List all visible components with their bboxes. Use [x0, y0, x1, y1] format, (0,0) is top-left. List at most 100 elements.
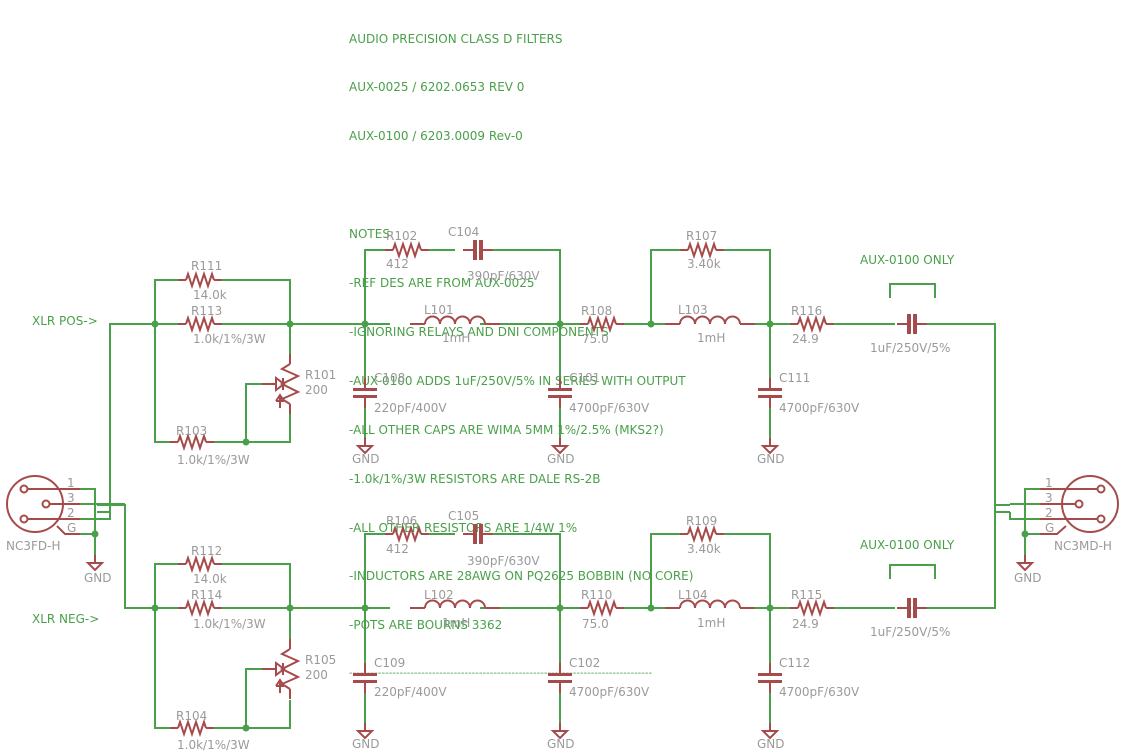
- value-label: 200: [305, 383, 328, 397]
- ref-label: R106: [386, 514, 417, 528]
- ref-label: R114: [191, 588, 222, 602]
- aux-only-label: AUX-0100 ONLY: [860, 253, 955, 267]
- value-label: 1uF/250V/5%: [870, 625, 950, 639]
- gnd-label: GND: [547, 452, 575, 466]
- value-label: 1uF/250V/5%: [870, 341, 950, 355]
- ground-symbol: [762, 722, 778, 739]
- ref-label: R111: [191, 259, 222, 273]
- value-label: 4700pF/630V: [779, 685, 860, 699]
- ref-label: R115: [791, 588, 822, 602]
- gnd-label: GND: [757, 737, 785, 751]
- value-label: 390pF/630V: [467, 554, 540, 568]
- negative-channel: XLR NEG-> R112 1: [32, 504, 1010, 752]
- ref-label: R109: [686, 514, 717, 528]
- inductor-l103: [664, 315, 756, 325]
- gnd-label: GND: [352, 737, 380, 751]
- xlr-input-connector: GND 1 3 2 G NC3FD-H: [6, 475, 125, 585]
- value-label: 412: [386, 542, 409, 556]
- value-label: 390pF/630V: [467, 269, 540, 283]
- resistor-r104: [169, 721, 215, 735]
- ground-symbol: [552, 722, 568, 739]
- value-label: 75.0: [582, 332, 609, 346]
- ref-label: R102: [386, 229, 417, 243]
- value-label: 1mH: [442, 331, 470, 345]
- value-label: 24.9: [792, 617, 819, 631]
- ref-label: R112: [191, 544, 222, 558]
- resistor-r107: [679, 243, 725, 257]
- value-label: 24.9: [792, 332, 819, 346]
- ref-label: R108: [581, 304, 612, 318]
- notes-heading: NOTES:: [349, 227, 394, 242]
- value-label: 1.0k/1%/3W: [193, 332, 266, 346]
- ref-label: C102: [569, 656, 600, 670]
- net-label-xlr-neg: XLR NEG->: [32, 612, 99, 626]
- ref-label: R104: [176, 709, 207, 723]
- resistor-r112: [177, 557, 223, 571]
- value-label: 1mH: [697, 331, 725, 345]
- resistor-r116: [789, 317, 835, 331]
- ground-symbol: [357, 437, 373, 454]
- aux-only-label: AUX-0100 ONLY: [860, 538, 955, 552]
- ref-label: C112: [779, 656, 810, 670]
- ref-label: L102: [424, 588, 454, 602]
- pin-label: 2: [67, 506, 75, 520]
- ground-symbol: [1017, 554, 1033, 571]
- pin-label: G: [1045, 521, 1054, 535]
- wire: [97, 323, 155, 513]
- capacitor-output-dc-block: [896, 313, 928, 335]
- revision-line: AUX-0025 / 6202.0653 REV 0: [349, 80, 525, 95]
- connector-name: NC3MD-H: [1054, 539, 1112, 553]
- resistor-r115: [789, 601, 835, 615]
- positive-channel: XLR POS->: [32, 225, 1010, 513]
- ref-label: R110: [581, 588, 612, 602]
- value-label: 1.0k/1%/3W: [177, 738, 250, 752]
- resistor-r106: [384, 527, 430, 541]
- note-item: -AUX-0100 ADDS 1uF/250V/5% IN SERIES WIT…: [349, 373, 686, 388]
- ref-label: L104: [678, 588, 708, 602]
- net-label-xlr-pos: XLR POS->: [32, 314, 98, 328]
- ref-label: R113: [191, 304, 222, 318]
- value-label: 4700pF/630V: [779, 401, 860, 415]
- revision-line: AUX-0100 / 6203.0009 Rev-0: [349, 129, 523, 144]
- ref-label: R116: [791, 304, 822, 318]
- note-item: -REF DES ARE FROM AUX-0025: [349, 276, 535, 291]
- ref-label: R101: [305, 368, 336, 382]
- ground-symbol: [762, 437, 778, 454]
- capacitor-c104: [462, 239, 494, 261]
- gnd-label: GND: [757, 452, 785, 466]
- resistor-r114: [177, 601, 223, 615]
- ref-label: C109: [374, 656, 405, 670]
- ref-label: R103: [176, 424, 207, 438]
- potentiometer-r105: [261, 638, 299, 700]
- inductor-l101: [409, 315, 501, 325]
- value-label: 1mH: [442, 616, 470, 630]
- ref-label: R107: [686, 229, 717, 243]
- gnd-label: GND: [547, 737, 575, 751]
- note-item: -1.0k/1%/3W RESISTORS ARE DALE RS-2B: [349, 471, 601, 486]
- ref-label: L101: [424, 303, 454, 317]
- value-label: 4700pF/630V: [569, 401, 650, 415]
- value-label: 1mH: [697, 616, 725, 630]
- resistor-r109: [679, 527, 725, 541]
- connector-name: NC3FD-H: [6, 539, 61, 553]
- resistor-r108: [579, 317, 625, 331]
- pin-label: 3: [1045, 491, 1053, 505]
- capacitor-c105: [462, 523, 494, 545]
- schematic-title: AUDIO PRECISION CLASS D FILTERS: [349, 31, 563, 46]
- ref-label: C108: [374, 371, 405, 385]
- value-label: 1.0k/1%/3W: [193, 617, 266, 631]
- resistor-r102: [384, 243, 430, 257]
- pin-label: 2: [1045, 506, 1053, 520]
- ref-label: C104: [448, 225, 479, 239]
- pin-label: G: [67, 521, 76, 535]
- pin-label: 1: [67, 476, 75, 490]
- capacitor-output-dc-block: [896, 597, 928, 619]
- gnd-label: GND: [1014, 571, 1042, 585]
- ref-label: C111: [779, 371, 810, 385]
- value-label: 1.0k/1%/3W: [177, 453, 250, 467]
- value-label: 200: [305, 668, 328, 682]
- note-item: -POTS ARE BOURNS 3362: [349, 618, 503, 633]
- value-label: 220pF/400V: [374, 401, 447, 415]
- value-label: 14.0k: [193, 288, 227, 302]
